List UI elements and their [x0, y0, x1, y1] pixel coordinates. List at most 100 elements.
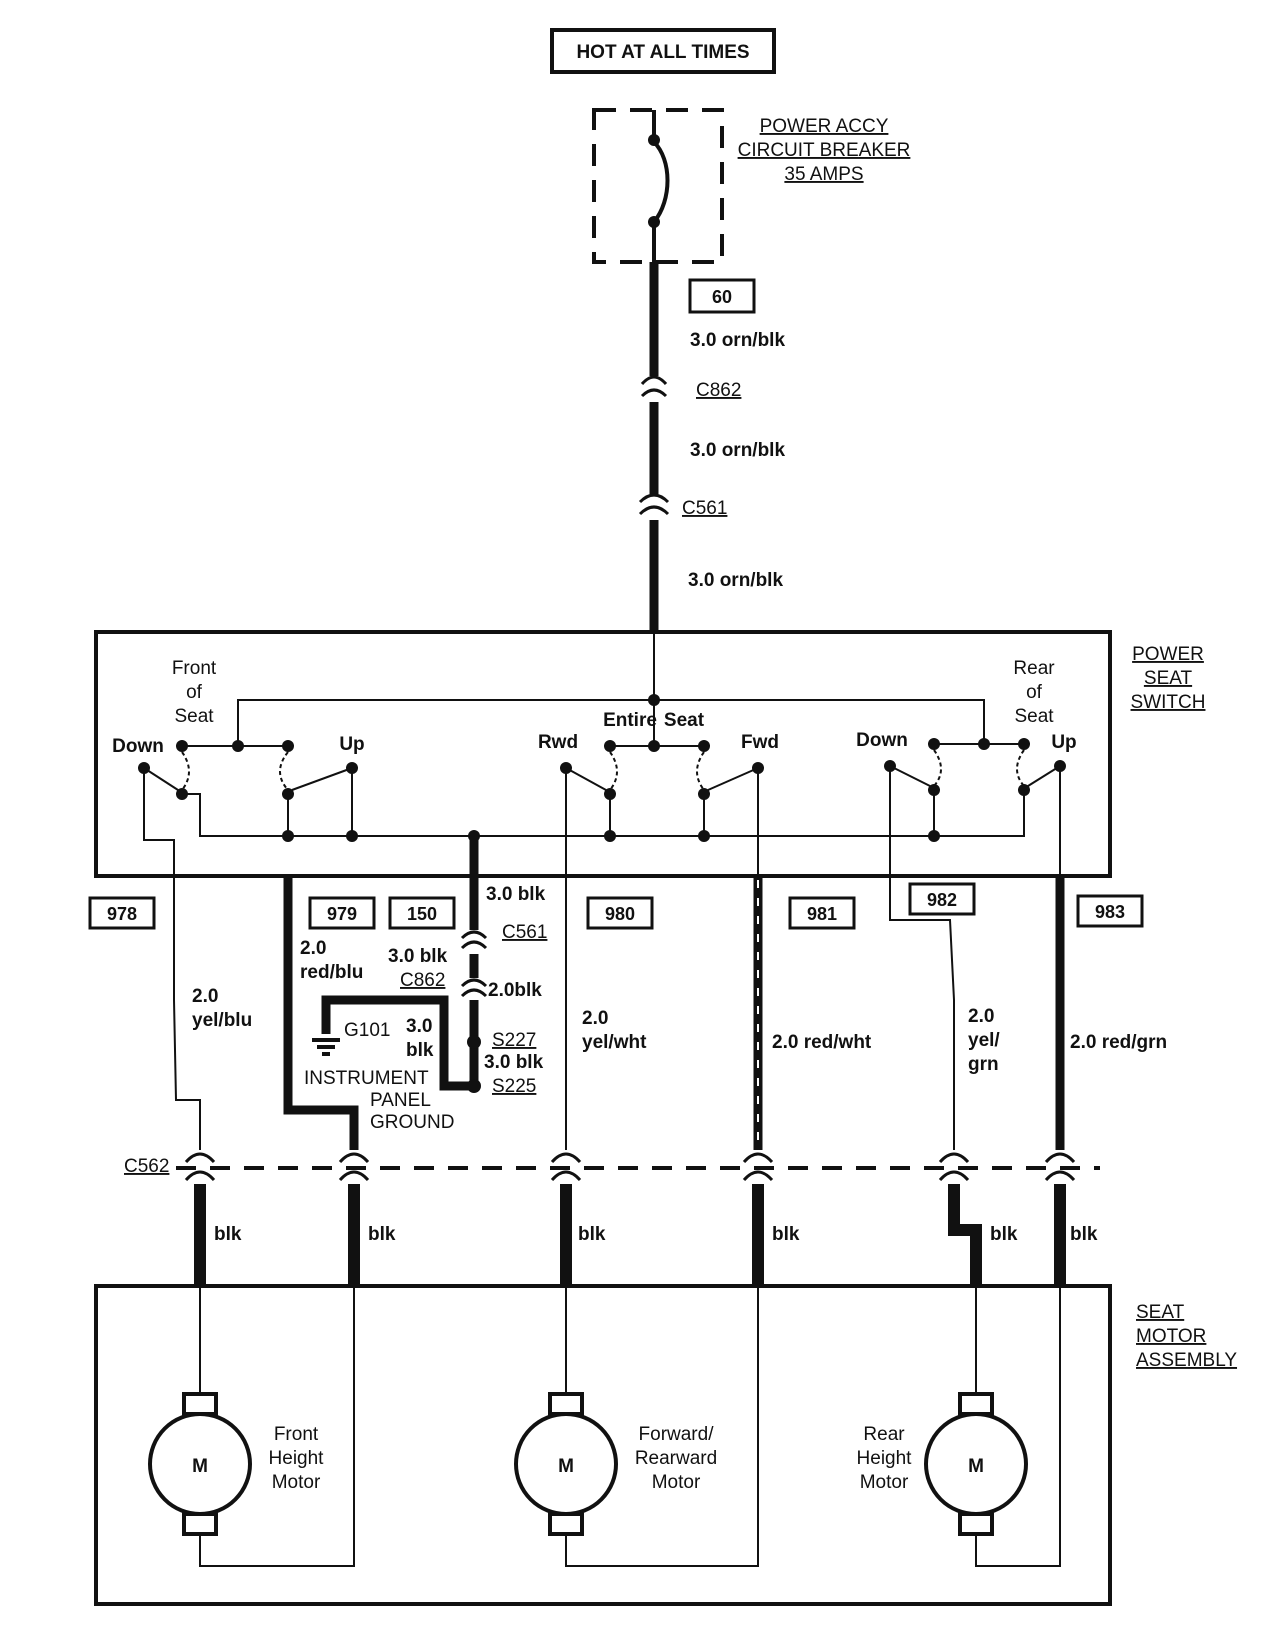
- c862-label: C862: [696, 380, 741, 401]
- w980-color: yel/wht: [582, 1032, 647, 1053]
- assembly-label-2: MOTOR: [1136, 1326, 1206, 1347]
- c562-pin: [938, 1152, 970, 1182]
- w982-size: 2.0: [968, 1006, 994, 1027]
- circuit-978: 978: [107, 904, 137, 924]
- rear-of-seat-3: Seat: [1014, 706, 1054, 727]
- rwd-label: Rwd: [538, 732, 578, 753]
- w982-color-2: grn: [968, 1054, 999, 1075]
- entire-seat-2: Seat: [664, 710, 705, 731]
- c562-label: C562: [124, 1156, 169, 1177]
- feed-wire-2-label: 3.0 orn/blk: [690, 440, 785, 461]
- ground-label-3: GROUND: [370, 1112, 454, 1133]
- rear-of-seat-2: of: [1026, 682, 1043, 703]
- rear-motor-label-3: Motor: [860, 1472, 909, 1493]
- w150-mid: 3.0 blk: [388, 946, 448, 967]
- circuit-60-label: 60: [712, 287, 732, 307]
- rear-motor-label-2: Height: [857, 1448, 913, 1469]
- w979-color: red/blu: [300, 962, 363, 983]
- c562-pin: [338, 1152, 370, 1182]
- w978-color: yel/blu: [192, 1010, 252, 1031]
- rear-down-label: Down: [856, 730, 908, 751]
- fwd-motor-label-3: Motor: [652, 1472, 701, 1493]
- front-up-label: Up: [339, 734, 364, 755]
- circuit-breaker: POWER ACCY CIRCUIT BREAKER 35 AMPS: [592, 108, 911, 264]
- rear-motor-label-1: Rear: [863, 1424, 905, 1445]
- switch-title-3: SWITCH: [1131, 692, 1206, 713]
- switch-title-2: SEAT: [1144, 668, 1193, 689]
- assembly-label-3: ASSEMBLY: [1136, 1350, 1237, 1371]
- front-motor-label-1: Front: [274, 1424, 319, 1445]
- circuit-983: 983: [1095, 902, 1125, 922]
- s227-label: S227: [492, 1030, 536, 1051]
- breaker-label-3: 35 AMPS: [784, 164, 863, 185]
- c562-pin: [742, 1152, 774, 1182]
- circuit-980: 980: [605, 904, 635, 924]
- circuit-979: 979: [327, 904, 357, 924]
- entire-seat-1: Entire: [603, 710, 657, 731]
- c562-pin: [184, 1152, 216, 1182]
- blk-label-1: blk: [214, 1224, 242, 1245]
- blk-label-3: blk: [578, 1224, 606, 1245]
- gnd-wire-color: blk: [406, 1040, 434, 1061]
- w150-s: 3.0 blk: [484, 1052, 544, 1073]
- fwd-motor-label-2: Rearward: [635, 1448, 717, 1469]
- front-of-seat-1: Front: [172, 658, 217, 679]
- rear-up-label: Up: [1051, 732, 1076, 753]
- c561-lower-label: C561: [502, 922, 547, 943]
- ground-label-2: PANEL: [370, 1090, 431, 1111]
- blk-label-2: blk: [368, 1224, 396, 1245]
- s225-label: S225: [492, 1076, 536, 1097]
- front-of-seat-3: Seat: [174, 706, 214, 727]
- blk-label-5: blk: [990, 1224, 1018, 1245]
- switch-output-wires: [173, 836, 1065, 1150]
- rear-motor-symbol: M: [968, 1456, 984, 1477]
- fwd-motor-label-1: Forward/: [639, 1424, 715, 1445]
- fwd-label: Fwd: [741, 732, 779, 753]
- w150-top: 3.0 blk: [486, 884, 546, 905]
- circuit-number-boxes: 978 979 150 980 981 982 983: [88, 882, 1144, 930]
- front-motor-symbol: M: [192, 1456, 208, 1477]
- blk-label-4: blk: [772, 1224, 800, 1245]
- blk-label-6: blk: [1070, 1224, 1098, 1245]
- switch-title-1: POWER: [1132, 644, 1204, 665]
- ground-label-1: INSTRUMENT: [304, 1068, 429, 1089]
- circuit-150: 150: [407, 904, 437, 924]
- front-motor-label-3: Motor: [272, 1472, 321, 1493]
- w983-label: 2.0 red/grn: [1070, 1032, 1167, 1053]
- w979-size: 2.0: [300, 938, 326, 959]
- c562-pin: [550, 1152, 582, 1182]
- hot-at-all-times-label: HOT AT ALL TIMES: [576, 42, 749, 63]
- gnd-wire-size: 3.0: [406, 1016, 432, 1037]
- w978-size: 2.0: [192, 986, 218, 1007]
- rear-of-seat-1: Rear: [1013, 658, 1055, 679]
- breaker-label-1: POWER ACCY: [760, 116, 889, 137]
- c562-connector: C562: [124, 1152, 1100, 1182]
- front-motor-label-2: Height: [269, 1448, 325, 1469]
- seat-motor-assembly: SEAT MOTOR ASSEMBLY: [94, 1284, 1237, 1606]
- assembly-label-1: SEAT: [1136, 1302, 1185, 1323]
- fwd-motor-symbol: M: [558, 1456, 574, 1477]
- rear-height-motor: M Rear Height Motor: [857, 1286, 1061, 1567]
- c862-lower-label: C862: [400, 970, 445, 991]
- front-height-motor: M Front Height Motor: [148, 1286, 355, 1567]
- instrument-panel-ground: G101 INSTRUMENT PANEL GROUND: [304, 1020, 454, 1133]
- feed-wire-1-label: 3.0 orn/blk: [690, 330, 785, 351]
- w150-low: 2.0blk: [488, 980, 542, 1001]
- front-of-seat-2: of: [186, 682, 203, 703]
- power-seat-switch: POWER SEAT SWITCH Front of Seat Down Up: [94, 630, 1206, 878]
- g101-label: G101: [344, 1020, 390, 1041]
- feed-wire-3-label: 3.0 orn/blk: [688, 570, 783, 591]
- hot-at-all-times-box: HOT AT ALL TIMES: [550, 28, 776, 74]
- breaker-label-2: CIRCUIT BREAKER: [738, 140, 911, 161]
- wire-labels: 2.0 yel/blu 2.0 red/blu 3.0 blk C561 3.0…: [192, 884, 1167, 1097]
- front-down-label: Down: [112, 736, 164, 757]
- circuit-982: 982: [927, 890, 957, 910]
- w982-color-1: yel/: [968, 1030, 1000, 1051]
- w980-size: 2.0: [582, 1008, 608, 1029]
- circuit-981: 981: [807, 904, 837, 924]
- w981-label: 2.0 red/wht: [772, 1032, 872, 1053]
- c562-pin: [1044, 1152, 1076, 1182]
- forward-rearward-motor: M Forward/ Rearward Motor: [514, 1286, 759, 1567]
- feed-wire: 60 3.0 orn/blk C862 3.0 orn/blk C561 3.0…: [638, 262, 785, 632]
